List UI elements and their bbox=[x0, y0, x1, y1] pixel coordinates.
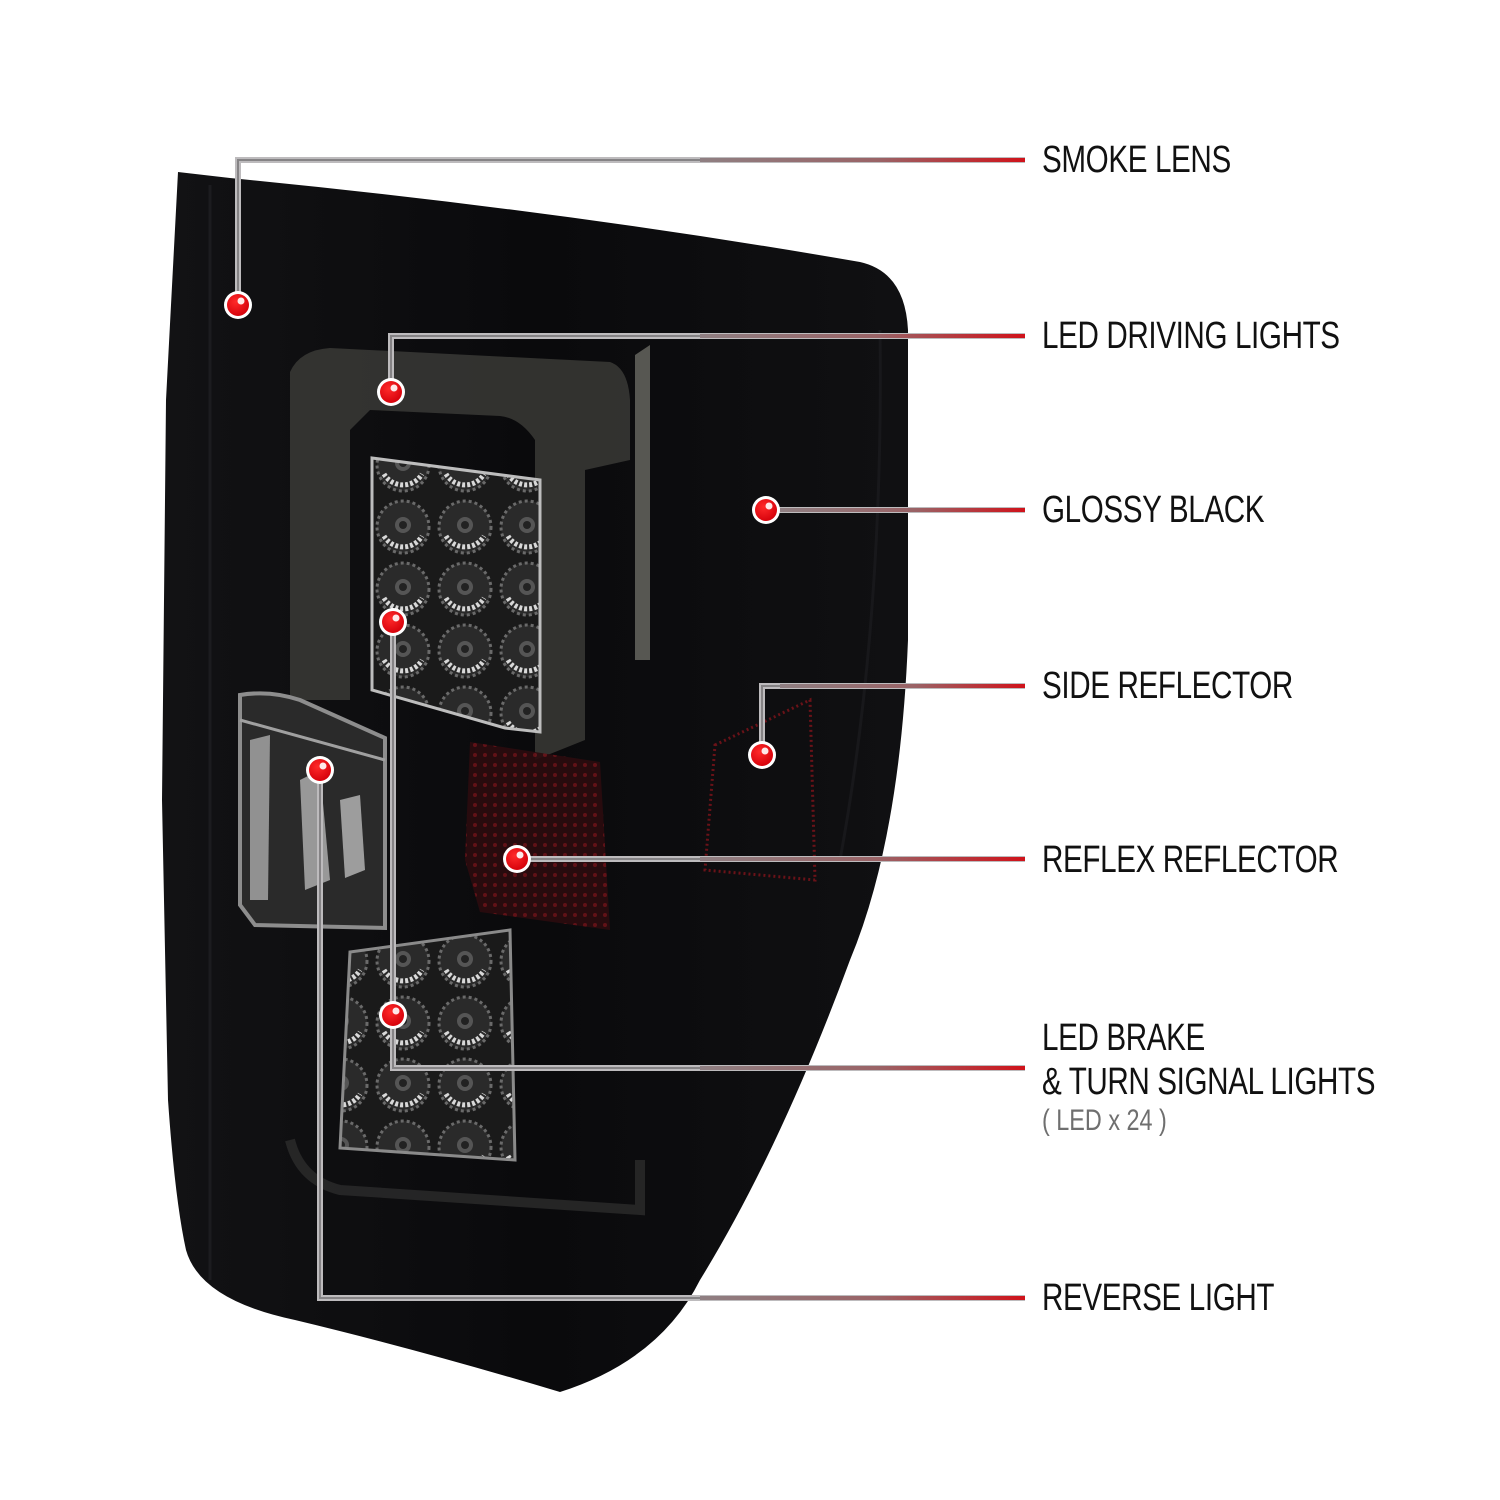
callout-dot-reflex bbox=[503, 845, 531, 873]
callout-dot-smoke-lens bbox=[224, 291, 252, 319]
label-glossy-black: GLOSSY BLACK bbox=[1042, 488, 1265, 532]
callout-dots bbox=[224, 291, 780, 1029]
upper-led-array bbox=[370, 456, 542, 734]
label-text: REFLEX REFLECTOR bbox=[1042, 839, 1339, 881]
callout-dot-side-reflector bbox=[748, 741, 776, 769]
side-reflector-panel bbox=[703, 697, 817, 882]
label-text: REVERSE LIGHT bbox=[1042, 1277, 1275, 1319]
leader-line-red-ends bbox=[700, 158, 1025, 1300]
label-text-line2: & TURN SIGNAL LIGHTS bbox=[1042, 1061, 1376, 1103]
reflex-reflector-panel bbox=[465, 742, 610, 930]
driving-light-bar bbox=[290, 348, 630, 760]
led-count-sublabel: ( LED x 24 ) bbox=[1042, 1104, 1167, 1137]
label-smoke-lens: SMOKE LENS bbox=[1042, 138, 1231, 182]
label-led-brake-turn: LED BRAKE & TURN SIGNAL LIGHTS ( LED x 2… bbox=[1042, 1016, 1376, 1138]
callout-dot-glossy-black bbox=[752, 496, 780, 524]
reverse-light-lens bbox=[238, 691, 387, 931]
label-side-reflector: SIDE REFLECTOR bbox=[1042, 664, 1293, 708]
label-led-driving-lights: LED DRIVING LIGHTS bbox=[1042, 314, 1340, 358]
label-text: LED DRIVING LIGHTS bbox=[1042, 315, 1340, 357]
lower-led-array bbox=[338, 928, 517, 1162]
label-reverse-light: REVERSE LIGHT bbox=[1042, 1276, 1275, 1320]
label-text: SMOKE LENS bbox=[1042, 139, 1231, 181]
callout-dot-led-driving bbox=[377, 378, 405, 406]
callout-dot-reverse bbox=[306, 756, 334, 784]
callout-dot-led-brake-lower bbox=[379, 1001, 407, 1029]
label-reflex-reflector: REFLEX REFLECTOR bbox=[1042, 838, 1339, 882]
label-text: GLOSSY BLACK bbox=[1042, 489, 1265, 531]
label-text-line1: LED BRAKE bbox=[1042, 1017, 1205, 1059]
callout-dot-led-brake-upper bbox=[379, 608, 407, 636]
label-text: SIDE REFLECTOR bbox=[1042, 665, 1293, 707]
